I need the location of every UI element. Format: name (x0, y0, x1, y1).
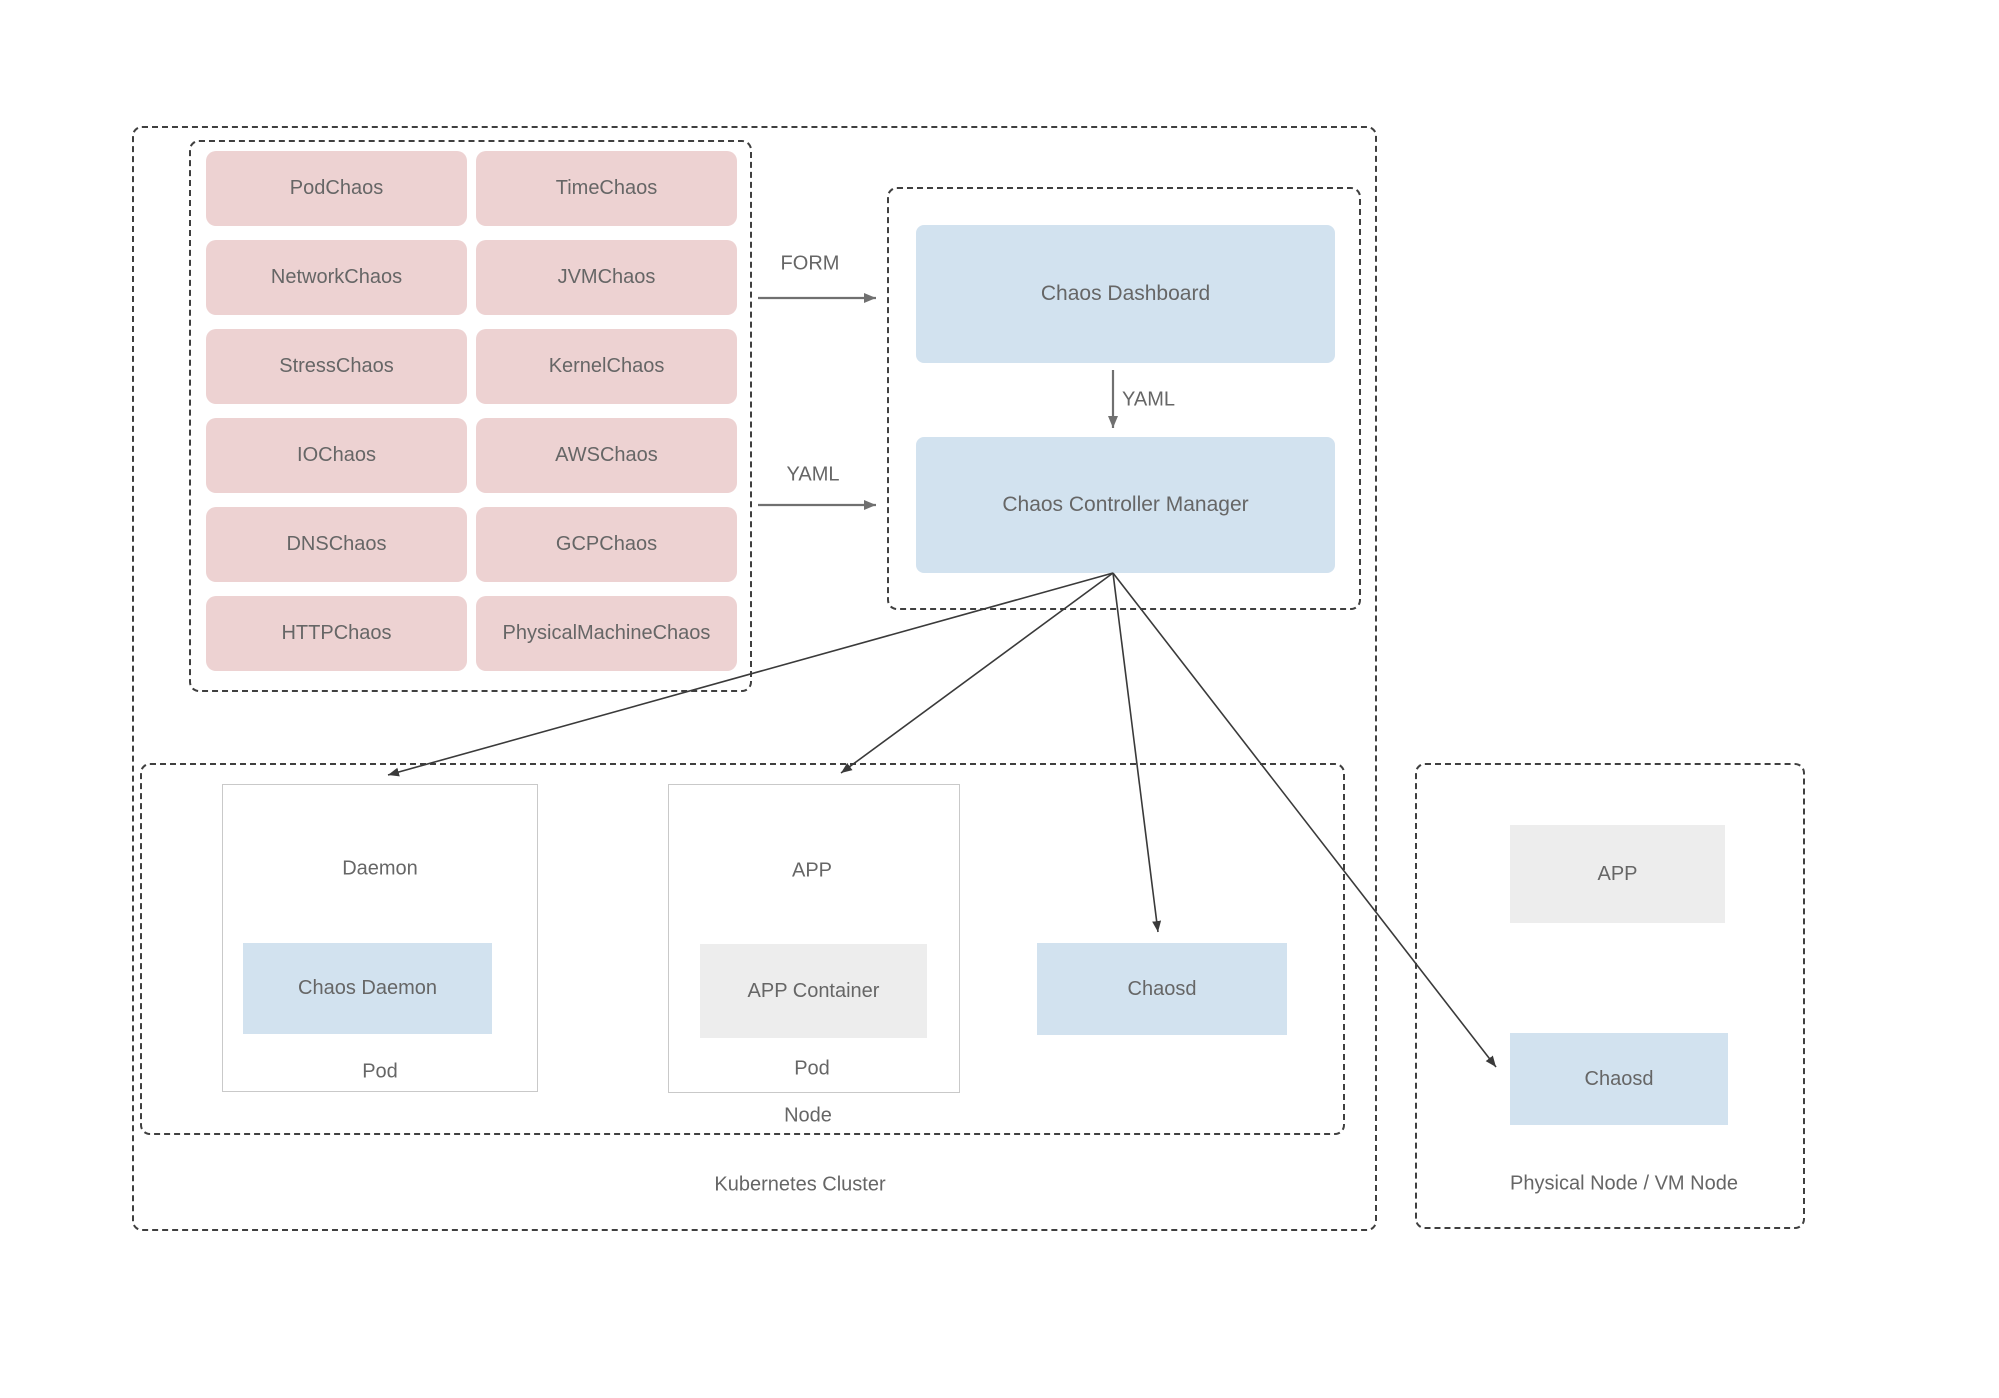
app-pod-label: Pod (794, 1057, 830, 1080)
crd-item-httpchaos: HTTPChaos (206, 596, 467, 671)
chaos-dashboard-box: Chaos Dashboard (916, 225, 1335, 363)
crd-item-kernelchaos: KernelChaos (476, 329, 737, 404)
chaosd-node-box: Chaosd (1037, 943, 1287, 1035)
form-arrow-label: FORM (780, 252, 840, 275)
chaos-controller-manager-label: Chaos Controller Manager (1002, 493, 1249, 516)
crd-type-grid: PodChaos TimeChaos NetworkChaos JVMChaos… (206, 151, 737, 671)
crd-item-iochaos: IOChaos (206, 418, 467, 493)
crd-item-awschaos: AWSChaos (476, 418, 737, 493)
daemon-pod-role-label: Daemon (342, 857, 418, 880)
chaosd-node-label: Chaosd (1127, 977, 1197, 1000)
crd-item-stresschaos: StressChaos (206, 329, 467, 404)
crd-item-networkchaos: NetworkChaos (206, 240, 467, 315)
app-pod-box (668, 784, 960, 1093)
crd-item-gcpchaos: GCPChaos (476, 507, 737, 582)
daemon-pod-label: Pod (362, 1060, 398, 1083)
chaos-daemon-box: Chaos Daemon (243, 943, 492, 1034)
chaos-daemon-label: Chaos Daemon (298, 977, 437, 999)
chaos-controller-manager-box: Chaos Controller Manager (916, 437, 1335, 573)
crd-item-jvmchaos: JVMChaos (476, 240, 737, 315)
physical-node-caption: Physical Node / VM Node (1510, 1172, 1738, 1195)
crd-item-dnschaos: DNSChaos (206, 507, 467, 582)
kubernetes-cluster-caption: Kubernetes Cluster (714, 1173, 886, 1196)
crd-item-timechaos: TimeChaos (476, 151, 737, 226)
app-pod-role-label: APP (791, 859, 833, 882)
node-caption: Node (784, 1104, 832, 1127)
daemon-pod-box (222, 784, 538, 1092)
physical-app-label: APP (1597, 862, 1638, 885)
physical-chaosd-label: Chaosd (1584, 1067, 1654, 1090)
app-container-label: APP Container (747, 979, 880, 1002)
crd-item-podchaos: PodChaos (206, 151, 467, 226)
physical-app-box: APP (1510, 825, 1725, 923)
yaml-mid-arrow-label: YAML (1122, 388, 1175, 411)
yaml-in-arrow-label: YAML (786, 463, 840, 486)
app-container-box: APP Container (700, 944, 927, 1038)
crd-item-physicalmachinechaos: PhysicalMachineChaos (476, 596, 737, 671)
physical-chaosd-box: Chaosd (1510, 1033, 1728, 1125)
chaos-dashboard-label: Chaos Dashboard (1040, 282, 1211, 305)
